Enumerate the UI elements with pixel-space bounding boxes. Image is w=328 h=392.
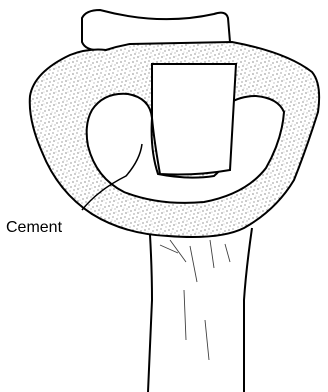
- stem-texture: [160, 240, 230, 360]
- insert-plate: [152, 64, 236, 175]
- stem: [148, 228, 252, 392]
- cement-label: Cement: [6, 219, 63, 236]
